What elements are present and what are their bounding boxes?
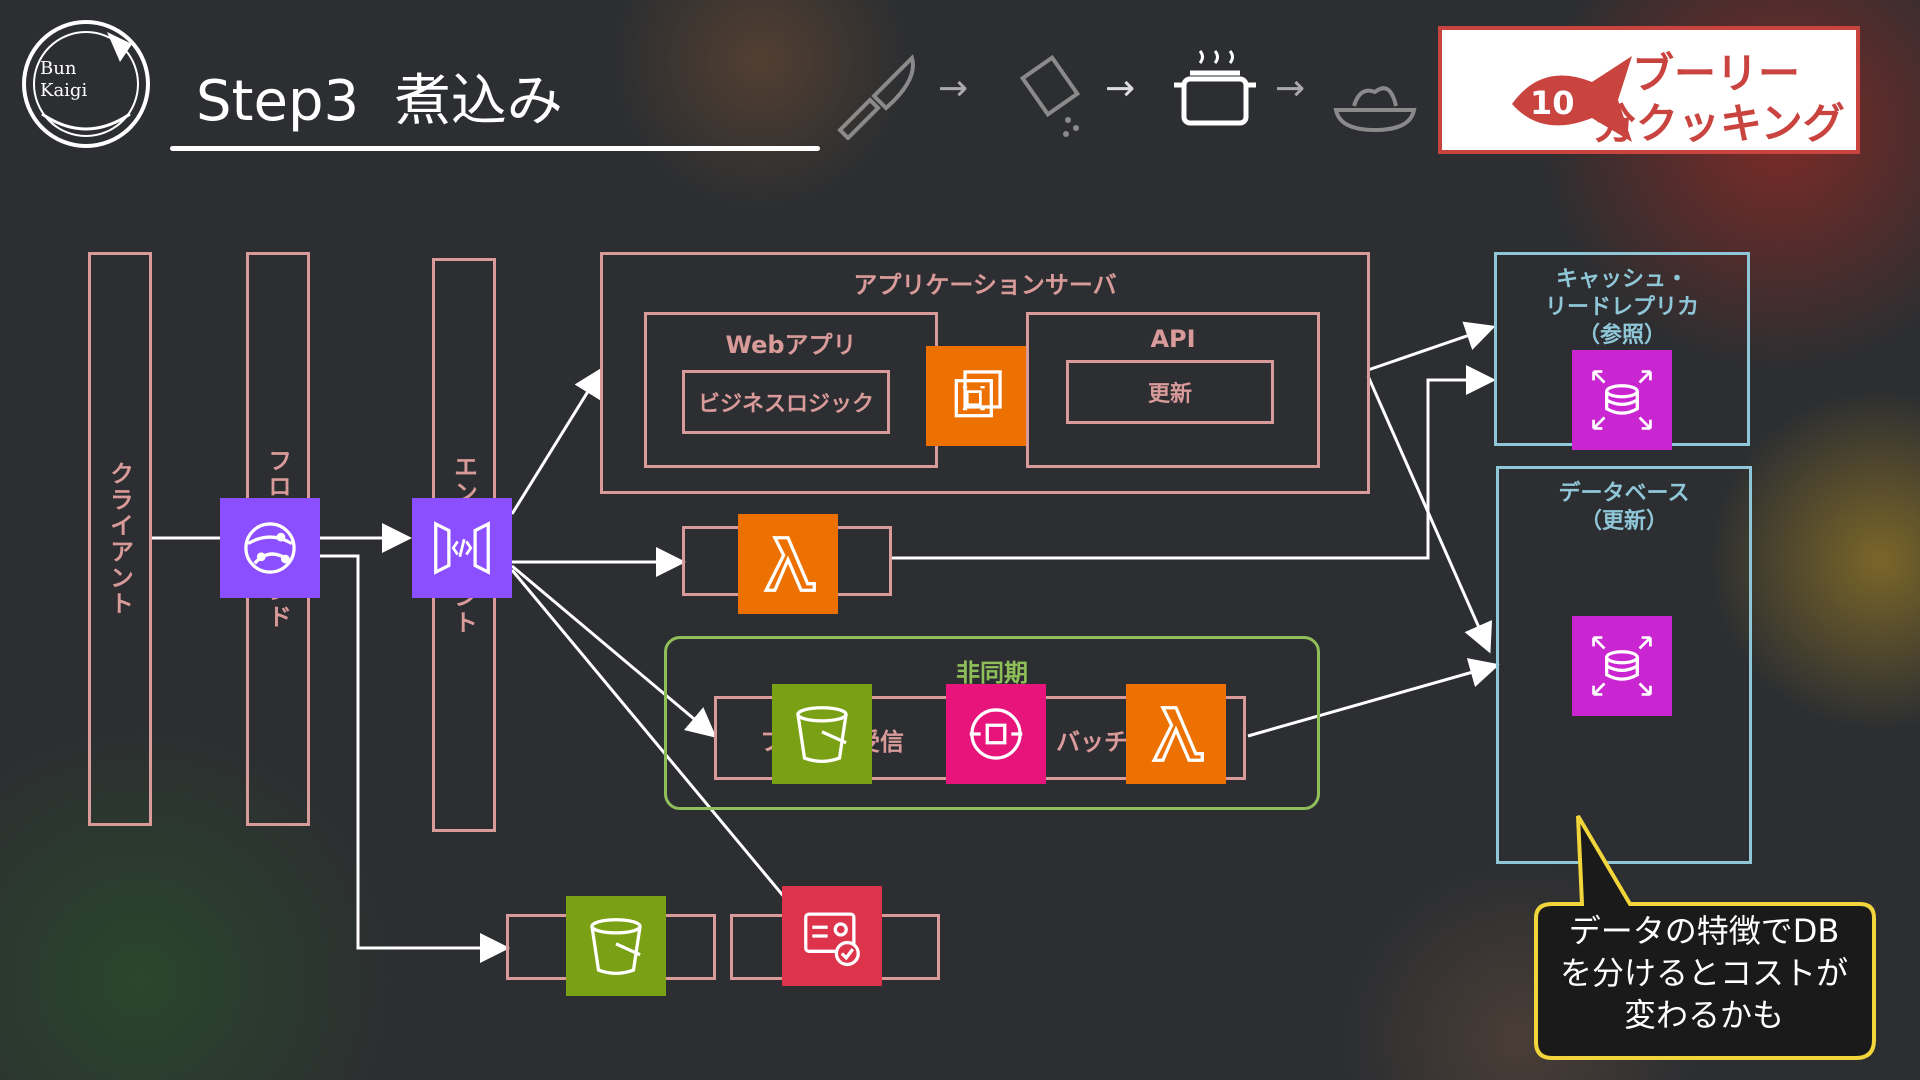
progress-arrow: →: [1105, 68, 1136, 109]
fish-icon: [1512, 56, 1632, 142]
callout-bubble: [1534, 814, 1876, 1060]
knife-icon: [837, 54, 915, 140]
rds-icon: [1572, 350, 1672, 450]
brand-badge: 10 ブーリー 分クッキング: [1438, 26, 1860, 154]
plate-icon: [1333, 86, 1417, 133]
cache-title-3: （参照）: [1577, 323, 1666, 348]
database-title-1: データベース: [1558, 481, 1690, 506]
client-tier: [88, 252, 152, 826]
title-underline: [170, 146, 820, 151]
lambda-icon: [1126, 684, 1226, 784]
cognito-icon: [782, 886, 882, 986]
ec2-chip-icon: [926, 346, 1026, 446]
brand-line-1: ブーリー: [1632, 49, 1801, 98]
cache-title-1: キャッシュ・: [1555, 267, 1688, 292]
logo-text: Bun Kaigi: [40, 58, 88, 101]
callout-line-1: データの特徴でDB: [1568, 912, 1840, 950]
business-logic-box: ビジネスロジック: [682, 370, 890, 434]
webapp-box: Webアプリ: [644, 312, 938, 468]
bunkaigi-logo: Bun Kaigi: [12, 14, 160, 154]
batch-label: バッチ: [1056, 728, 1128, 756]
s3-bucket-icon: [772, 684, 872, 784]
lambda-icon: [738, 514, 838, 614]
update-box: 更新: [1066, 360, 1274, 424]
api-title: API: [1150, 325, 1196, 353]
callout-line-2: を分けるとコストが: [1559, 954, 1848, 992]
cooking-progress: → → →: [820, 40, 1420, 140]
app-server-title: アプリケーションサーバ: [853, 271, 1117, 299]
cloudfront-icon: [220, 498, 320, 598]
s3-bucket-icon: [566, 896, 666, 996]
sqs-icon: [946, 684, 1046, 784]
seasoning-icon: [1019, 54, 1081, 137]
brand-number: 10: [1530, 84, 1575, 122]
database-box: データベース （更新）: [1496, 466, 1752, 864]
pot-icon: [1174, 50, 1256, 126]
client-label: クライアント: [105, 461, 134, 617]
rds-icon: [1572, 616, 1672, 716]
async-title: 非同期: [956, 659, 1028, 687]
business-logic-label: ビジネスロジック: [697, 392, 874, 417]
async-group: 非同期: [664, 636, 1320, 810]
app-server-box: アプリケーションサーバ: [600, 252, 1370, 494]
progress-arrow: →: [1275, 68, 1306, 109]
database-title-2: （更新）: [1579, 509, 1668, 534]
page-title: Step3 煮込み: [196, 69, 563, 134]
update-label: 更新: [1147, 382, 1192, 407]
api-gateway-icon: [412, 498, 512, 598]
callout-line-3: 変わるかも: [1623, 996, 1784, 1034]
cache-title-2: リードレプリカ: [1544, 295, 1699, 320]
webapp-title: Webアプリ: [725, 331, 857, 359]
progress-arrow: →: [938, 68, 969, 109]
api-box: API: [1026, 312, 1320, 468]
brand-line-2: 分クッキング: [1594, 99, 1845, 148]
